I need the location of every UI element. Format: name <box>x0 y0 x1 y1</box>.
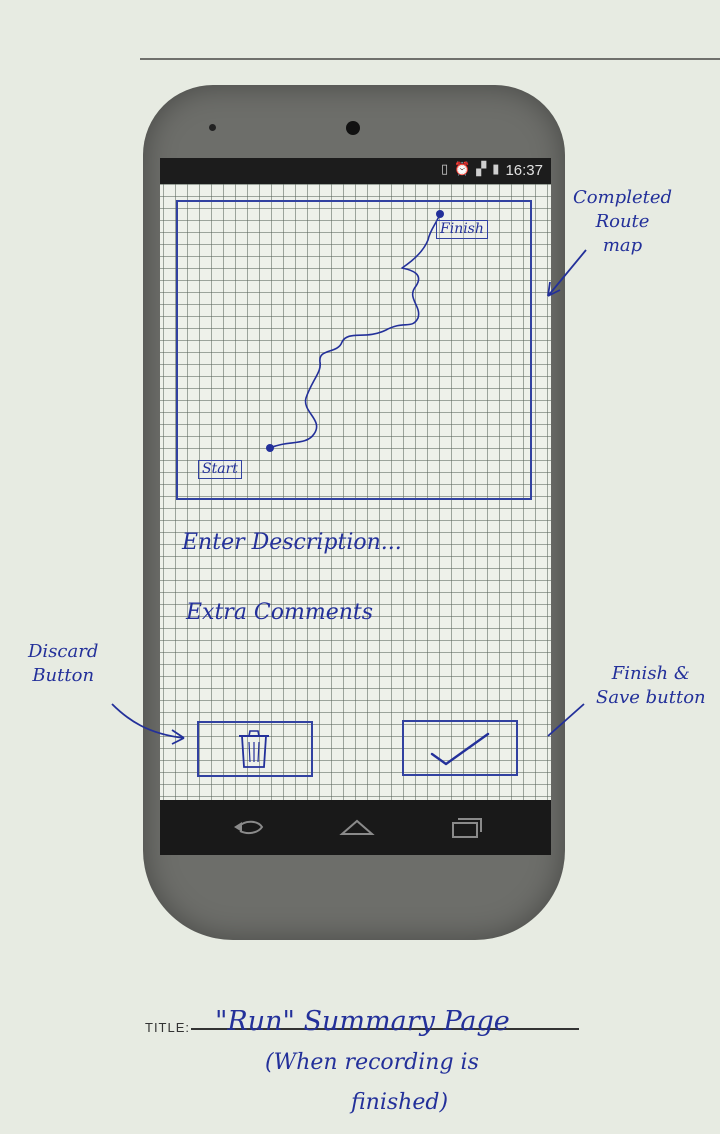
subtitle-line: finished) <box>351 1090 449 1115</box>
annotation-line: Route <box>595 211 650 232</box>
route-path-svg <box>266 210 444 452</box>
annotation-line: map <box>602 235 643 256</box>
annotation-line: Completed <box>573 187 673 208</box>
status-time: 16:37 <box>505 161 543 179</box>
annotation-arrow-discard <box>111 703 185 745</box>
front-camera <box>346 121 360 135</box>
annotation-line: Save button <box>596 687 706 708</box>
battery-icon: ▮ <box>492 162 500 177</box>
subtitle-line: (When recording is <box>265 1050 479 1075</box>
vibrate-icon: ▯ <box>440 162 449 177</box>
route-path <box>269 213 441 449</box>
start-label: Start <box>198 460 242 479</box>
annotation-discard: Discard Button <box>28 640 98 688</box>
finish-label: Finish <box>436 220 488 239</box>
checkmark-icon <box>430 732 490 766</box>
alarm-icon: ⏰ <box>454 162 471 177</box>
home-icon[interactable] <box>338 817 376 837</box>
page-title: "Run" Summary Page <box>215 1006 510 1037</box>
back-icon[interactable] <box>232 817 266 837</box>
annotation-line: Discard <box>28 641 99 662</box>
phone-screen: ▯ ⏰ ▞ ▮ 16:37 Start Finish Enter Descrip… <box>160 158 551 855</box>
signal-icon: ▞ <box>476 162 487 177</box>
recents-icon[interactable] <box>450 817 484 839</box>
comments-input[interactable]: Extra Comments <box>186 600 374 625</box>
page-divider-line <box>140 58 720 60</box>
annotation-arrow-finish-save <box>547 703 585 737</box>
annotation-route-map: Completed Route map <box>573 186 672 258</box>
discard-button[interactable] <box>197 721 313 777</box>
title-underline <box>191 1028 579 1030</box>
trash-icon <box>239 730 269 768</box>
annotation-finish-save: Finish & Save button <box>596 662 706 710</box>
status-bar: ▯ ⏰ ▞ ▮ 16:37 <box>160 158 551 184</box>
route-map[interactable]: Start Finish <box>176 200 532 500</box>
title-prefix: TITLE: <box>145 1020 191 1035</box>
finish-point <box>436 210 444 218</box>
annotation-line: Finish & <box>611 663 690 684</box>
finish-save-button[interactable] <box>402 720 518 776</box>
annotation-arrow-route-map <box>547 249 587 297</box>
start-point <box>266 444 274 452</box>
sketch-title-area: TITLE: "Run" Summary Page (When recordin… <box>145 1000 705 1130</box>
sensor-dot <box>209 124 216 131</box>
status-icons: ▯ ⏰ ▞ ▮ 16:37 <box>441 161 543 179</box>
annotation-line: Button <box>32 665 95 686</box>
description-input[interactable]: Enter Description... <box>182 530 402 555</box>
navigation-bar <box>160 800 551 855</box>
